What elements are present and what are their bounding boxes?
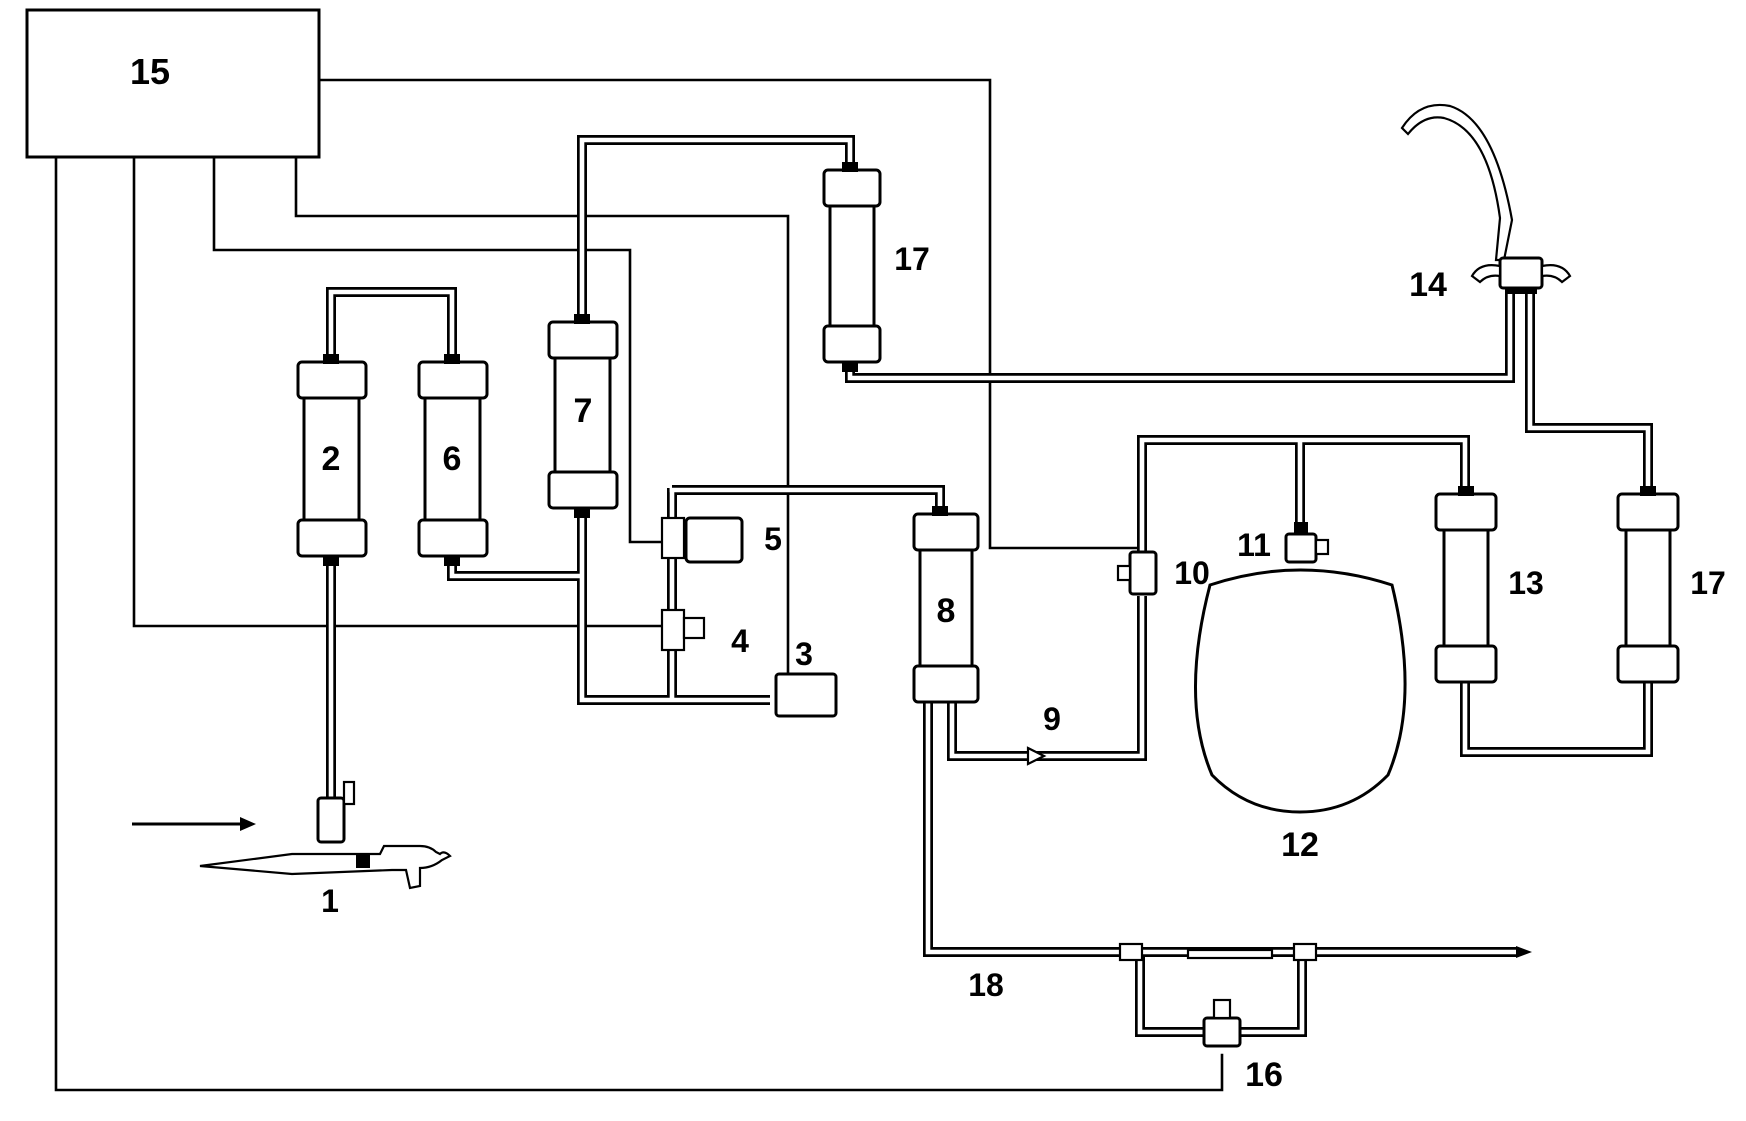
label-3: 3 xyxy=(795,636,813,672)
storage-tank-12: 12 xyxy=(1194,568,1407,864)
label-9: 9 xyxy=(1043,701,1061,737)
label-15: 15 xyxy=(130,51,170,92)
tank-valve-11: 11 xyxy=(1237,522,1330,564)
pressure-switch-3: 3 xyxy=(774,636,838,718)
control-wires xyxy=(54,78,1224,1092)
valve-4: 4 xyxy=(660,608,749,659)
label-12: 12 xyxy=(1281,826,1319,864)
check-valve-9: 9 xyxy=(1026,701,1061,766)
label-14: 14 xyxy=(1409,266,1447,304)
arrow-right-icon xyxy=(132,817,256,831)
label-8: 8 xyxy=(937,592,956,630)
label-2: 2 xyxy=(322,440,341,478)
membrane-7: 7 xyxy=(547,314,619,518)
filter-6: 6 xyxy=(417,354,489,566)
label-4: 4 xyxy=(731,623,749,659)
faucet-icon: 14 xyxy=(1400,103,1572,304)
water-pipes xyxy=(326,135,1653,1037)
flow-valve-16: 16 xyxy=(1118,942,1318,1094)
post-filter-17-right: 17 xyxy=(1616,486,1726,684)
controller-box: 15 xyxy=(25,8,321,159)
post-filter-13: 13 xyxy=(1434,486,1544,684)
drain-arrow-icon xyxy=(1516,946,1532,958)
label-17-right: 17 xyxy=(1690,565,1726,601)
label-11: 11 xyxy=(1237,527,1271,563)
inlet-valve-1: 1 xyxy=(199,780,452,919)
post-filter-17-upper: 17 xyxy=(822,162,930,372)
label-18: 18 xyxy=(968,967,1004,1003)
label-7: 7 xyxy=(574,392,593,430)
label-17-upper: 17 xyxy=(894,241,930,277)
solenoid-valve-5: 5 xyxy=(660,516,782,564)
label-13: 13 xyxy=(1508,565,1544,601)
label-1: 1 xyxy=(321,883,339,919)
label-5: 5 xyxy=(764,521,782,557)
solenoid-valve-10: 10 xyxy=(1116,550,1210,596)
label-10: 10 xyxy=(1174,555,1210,591)
label-16: 16 xyxy=(1245,1056,1283,1094)
filter-2: 2 xyxy=(296,354,368,566)
label-6: 6 xyxy=(443,440,462,478)
membrane-8: 8 xyxy=(912,506,980,704)
